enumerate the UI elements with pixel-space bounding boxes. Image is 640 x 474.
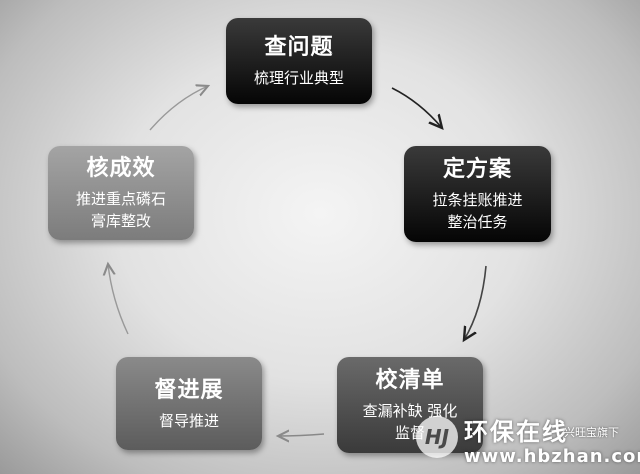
node-title: 查问题 [264, 35, 334, 60]
node-desc-line: 整治任务 [447, 213, 508, 231]
watermark: HJ 环保在线 兴旺宝旗下 www.hbzhan.com [414, 408, 640, 474]
node-supervise-progress: 督进展 督导推进 [116, 357, 262, 450]
watermark-tagline: 兴旺宝旗下 [564, 426, 619, 439]
arrow-5-to-1 [149, 86, 208, 131]
node-desc: 推进重点磷石 膏库整改 [76, 188, 166, 232]
node-title: 核成效 [86, 156, 156, 181]
watermark-logo-icon: HJ [416, 416, 458, 458]
node-title: 定方案 [442, 157, 512, 182]
node-set-plan: 定方案 拉条挂账推进 整治任务 [404, 146, 551, 242]
arrow-1-to-2 [391, 87, 442, 128]
node-desc: 督导推进 [158, 411, 219, 430]
node-title: 校清单 [375, 368, 445, 393]
node-desc-line: 拉条挂账推进 [432, 191, 523, 209]
arrow-3-to-4 [278, 434, 325, 436]
node-check-problems: 查问题 梳理行业典型 [226, 18, 372, 104]
node-desc-line: 推进重点磷石 [75, 190, 166, 208]
arrow-2-to-3 [464, 265, 487, 340]
watermark-name: 环保在线 [464, 418, 568, 446]
node-desc-line: 膏库整改 [90, 212, 151, 230]
node-verify-results: 核成效 推进重点磷石 膏库整改 [48, 146, 194, 240]
node-desc: 拉条挂账推进 整治任务 [432, 189, 522, 233]
node-title: 督进展 [154, 377, 224, 403]
arrow-4-to-5 [108, 264, 129, 335]
watermark-url: www.hbzhan.com [464, 446, 640, 467]
node-desc-line: 查漏补缺 强化 [362, 402, 458, 420]
node-desc: 梳理行业典型 [253, 69, 344, 87]
